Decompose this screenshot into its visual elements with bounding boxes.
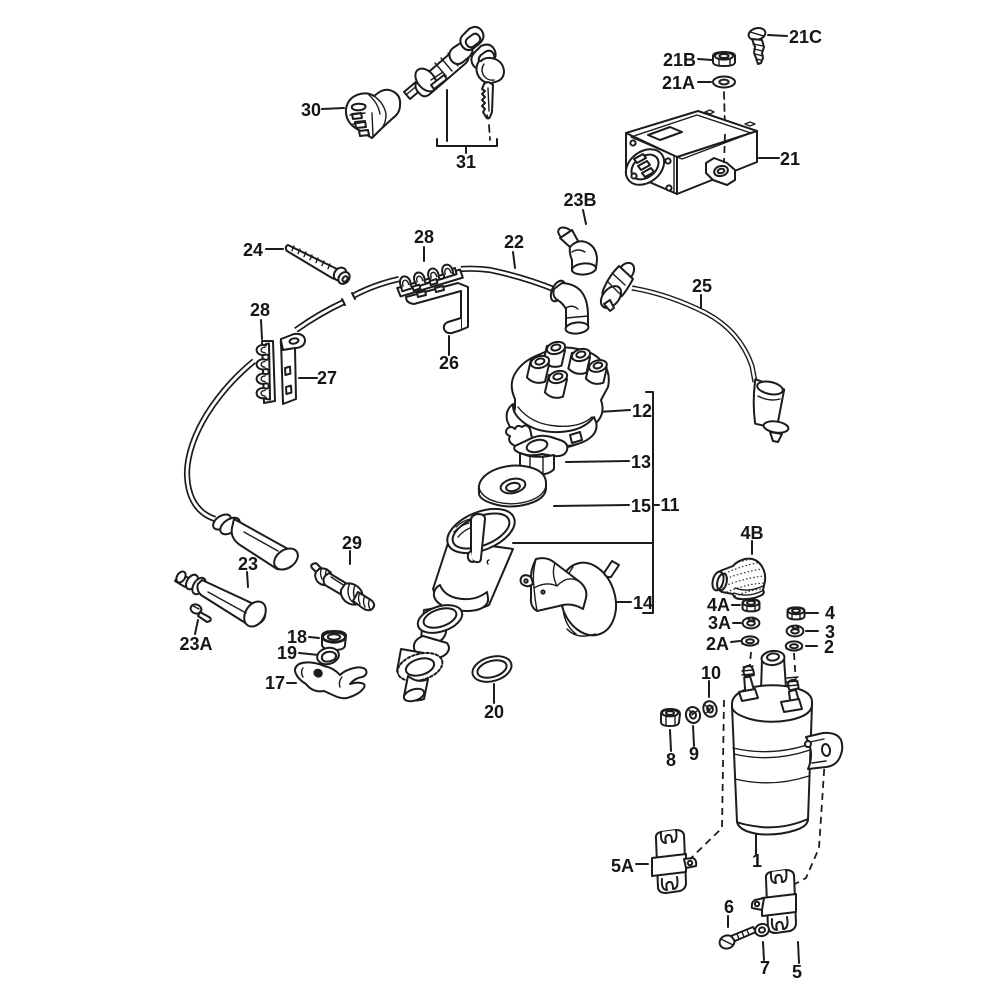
- svg-text:21B: 21B: [663, 50, 696, 70]
- svg-text:15: 15: [631, 496, 651, 516]
- svg-text:2A: 2A: [706, 634, 729, 654]
- svg-text:24: 24: [243, 240, 263, 260]
- svg-text:4A: 4A: [707, 595, 730, 615]
- svg-text:14: 14: [633, 593, 653, 613]
- svg-text:20: 20: [484, 702, 504, 722]
- svg-text:5A: 5A: [611, 856, 634, 876]
- svg-text:21A: 21A: [662, 73, 695, 93]
- svg-text:23A: 23A: [179, 634, 212, 654]
- svg-text:8: 8: [666, 750, 676, 770]
- svg-text:21: 21: [780, 149, 800, 169]
- svg-text:22: 22: [504, 232, 524, 252]
- svg-text:5: 5: [792, 962, 802, 982]
- svg-text:28: 28: [250, 300, 270, 320]
- svg-text:4B: 4B: [740, 523, 763, 543]
- svg-text:18: 18: [287, 627, 307, 647]
- svg-text:25: 25: [692, 276, 712, 296]
- svg-text:28: 28: [414, 227, 434, 247]
- svg-text:9: 9: [689, 744, 699, 764]
- svg-text:19: 19: [277, 643, 297, 663]
- svg-text:3: 3: [825, 622, 835, 642]
- svg-text:27: 27: [317, 368, 337, 388]
- svg-text:30: 30: [301, 100, 321, 120]
- svg-text:10: 10: [701, 663, 721, 683]
- svg-text:3A: 3A: [708, 613, 731, 633]
- svg-text:21C: 21C: [789, 27, 822, 47]
- svg-text:7: 7: [760, 958, 770, 978]
- svg-text:23B: 23B: [563, 190, 596, 210]
- svg-text:1: 1: [752, 851, 762, 871]
- svg-text:12: 12: [632, 401, 652, 421]
- svg-text:2: 2: [824, 637, 834, 657]
- svg-text:23: 23: [238, 554, 258, 574]
- svg-text:6: 6: [724, 897, 734, 917]
- svg-text:31: 31: [456, 152, 476, 172]
- svg-text:13: 13: [631, 452, 651, 472]
- svg-text:4: 4: [825, 603, 835, 623]
- svg-text:29: 29: [342, 533, 362, 553]
- svg-text:11: 11: [660, 495, 679, 515]
- svg-text:17: 17: [265, 673, 285, 693]
- svg-text:26: 26: [439, 353, 459, 373]
